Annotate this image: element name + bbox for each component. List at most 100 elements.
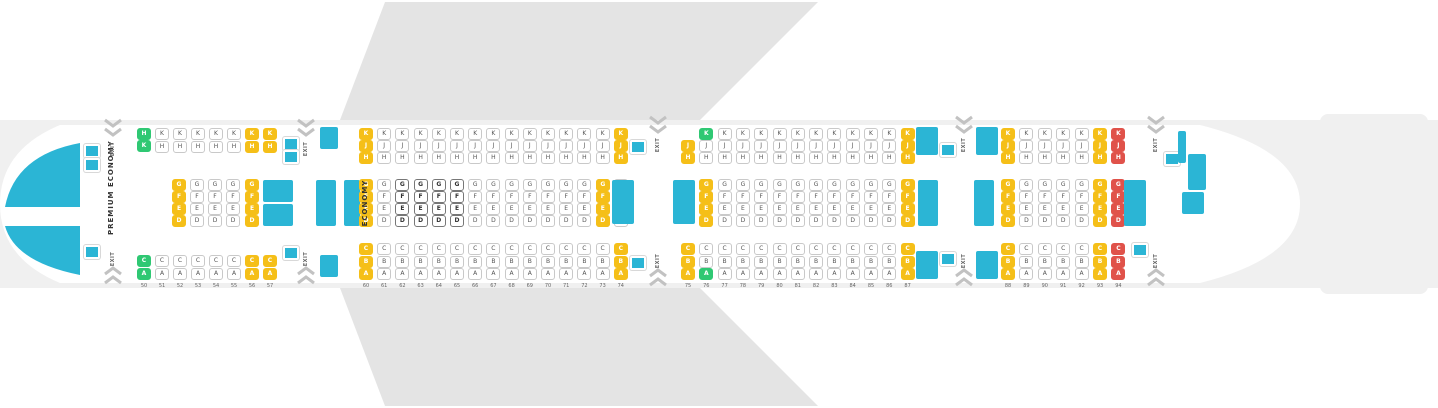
seat-F[interactable]: F — [699, 191, 714, 203]
seat-A[interactable]: A — [900, 268, 915, 280]
seat-K[interactable]: K — [809, 128, 824, 140]
seat-E[interactable]: E — [522, 203, 537, 215]
seat-K[interactable]: K — [431, 128, 446, 140]
seat-C[interactable]: C — [827, 243, 842, 255]
seat-H[interactable]: H — [559, 152, 574, 164]
seat-A[interactable]: A — [137, 268, 151, 280]
seat-C[interactable]: C — [1074, 243, 1089, 255]
seat-B[interactable]: B — [377, 256, 392, 268]
seat-D[interactable]: D — [190, 215, 204, 227]
seat-H[interactable]: H — [595, 152, 610, 164]
seat-J[interactable]: J — [541, 140, 555, 152]
seat-H[interactable]: H — [450, 152, 464, 164]
seat-H[interactable]: H — [209, 141, 223, 153]
seat-G[interactable]: G — [395, 179, 410, 191]
seat-E[interactable]: E — [504, 203, 519, 215]
seat-K[interactable]: K — [377, 128, 392, 140]
seat-E[interactable]: E — [395, 203, 410, 215]
seat-E[interactable]: E — [450, 203, 464, 215]
seat-A[interactable]: A — [468, 268, 483, 280]
seat-G[interactable]: G — [208, 179, 222, 191]
seat-D[interactable]: D — [790, 215, 805, 227]
seat-K[interactable]: K — [882, 128, 897, 140]
seat-H[interactable]: H — [504, 152, 519, 164]
seat-K[interactable]: K — [559, 128, 574, 140]
seat-C[interactable]: C — [1056, 243, 1071, 255]
seat-H[interactable]: H — [1093, 152, 1107, 164]
seat-G[interactable]: G — [504, 179, 519, 191]
seat-E[interactable]: E — [809, 203, 824, 215]
seat-E[interactable]: E — [790, 203, 805, 215]
seat-A[interactable]: A — [173, 268, 187, 280]
seat-H[interactable]: H — [577, 152, 592, 164]
seat-F[interactable]: F — [577, 191, 592, 203]
seat-C[interactable]: C — [137, 255, 151, 267]
seat-E[interactable]: E — [827, 203, 842, 215]
seat-K[interactable]: K — [450, 128, 464, 140]
seat-C[interactable]: C — [227, 255, 241, 267]
seat-H[interactable]: H — [809, 152, 824, 164]
seat-K[interactable]: K — [245, 128, 259, 140]
seat-D[interactable]: D — [900, 215, 915, 227]
seat-G[interactable]: G — [1093, 179, 1107, 191]
seat-D[interactable]: D — [1019, 215, 1034, 227]
seat-K[interactable]: K — [1074, 128, 1089, 140]
seat-K[interactable]: K — [1056, 128, 1071, 140]
seat-J[interactable]: J — [613, 140, 628, 152]
seat-B[interactable]: B — [1056, 256, 1071, 268]
seat-A[interactable]: A — [209, 268, 223, 280]
seat-G[interactable]: G — [413, 179, 428, 191]
seat-B[interactable]: B — [413, 256, 428, 268]
seat-G[interactable]: G — [431, 179, 446, 191]
seat-F[interactable]: F — [809, 191, 824, 203]
seat-E[interactable]: E — [541, 203, 555, 215]
seat-D[interactable]: D — [504, 215, 519, 227]
seat-D[interactable]: D — [468, 215, 483, 227]
seat-G[interactable]: G — [772, 179, 787, 191]
seat-A[interactable]: A — [155, 268, 169, 280]
seat-J[interactable]: J — [1093, 140, 1107, 152]
seat-H[interactable]: H — [1074, 152, 1089, 164]
seat-B[interactable]: B — [559, 256, 574, 268]
seat-H[interactable]: H — [413, 152, 428, 164]
seat-E[interactable]: E — [468, 203, 483, 215]
seat-A[interactable]: A — [772, 268, 787, 280]
seat-C[interactable]: C — [577, 243, 592, 255]
seat-G[interactable]: G — [1074, 179, 1089, 191]
seat-K[interactable]: K — [595, 128, 610, 140]
seat-C[interactable]: C — [613, 243, 628, 255]
seat-B[interactable]: B — [1037, 256, 1052, 268]
seat-E[interactable]: E — [900, 203, 915, 215]
seat-G[interactable]: G — [717, 179, 732, 191]
seat-F[interactable]: F — [468, 191, 483, 203]
seat-D[interactable]: D — [754, 215, 769, 227]
seat-K[interactable]: K — [900, 128, 915, 140]
seat-K[interactable]: K — [522, 128, 537, 140]
seat-J[interactable]: J — [1074, 140, 1089, 152]
seat-A[interactable]: A — [845, 268, 860, 280]
seat-E[interactable]: E — [1019, 203, 1034, 215]
seat-B[interactable]: B — [468, 256, 483, 268]
seat-G[interactable]: G — [541, 179, 555, 191]
seat-K[interactable]: K — [209, 128, 223, 140]
seat-B[interactable]: B — [450, 256, 464, 268]
seat-B[interactable]: B — [827, 256, 842, 268]
seat-A[interactable]: A — [882, 268, 897, 280]
seat-H[interactable]: H — [377, 152, 392, 164]
seat-B[interactable]: B — [1019, 256, 1034, 268]
seat-F[interactable]: F — [190, 191, 204, 203]
seat-B[interactable]: B — [1093, 256, 1107, 268]
seat-C[interactable]: C — [359, 243, 373, 255]
seat-A[interactable]: A — [522, 268, 537, 280]
seat-D[interactable]: D — [772, 215, 787, 227]
seat-D[interactable]: D — [1056, 215, 1071, 227]
seat-A[interactable]: A — [827, 268, 842, 280]
seat-J[interactable]: J — [1056, 140, 1071, 152]
seat-C[interactable]: C — [900, 243, 915, 255]
seat-H[interactable]: H — [227, 141, 241, 153]
seat-C[interactable]: C — [450, 243, 464, 255]
seat-H[interactable]: H — [486, 152, 501, 164]
seat-D[interactable]: D — [1001, 215, 1015, 227]
seat-F[interactable]: F — [522, 191, 537, 203]
seat-A[interactable]: A — [359, 268, 373, 280]
